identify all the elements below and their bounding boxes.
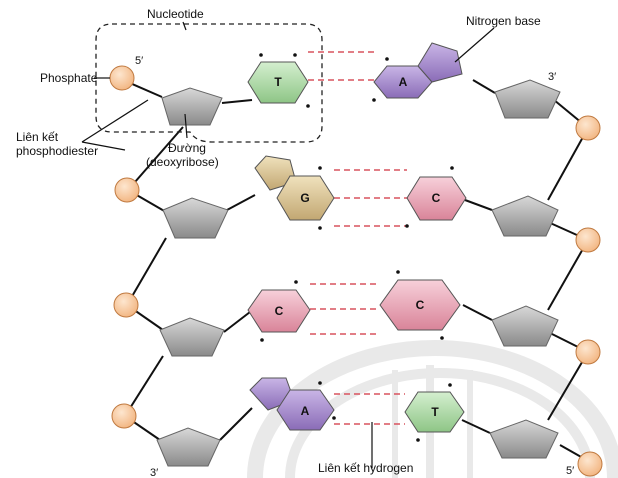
- phosphate-circle: [114, 177, 140, 203]
- phosphodiester-label-line1: Liên kết: [16, 130, 59, 144]
- deoxyribose-sugar: [156, 427, 221, 467]
- deoxyribose-sugar: [489, 419, 559, 459]
- hydrogen-bonds: [308, 51, 407, 425]
- labels: Nucleotide Nitrogen base Phosphate Liên …: [16, 7, 574, 478]
- thymine-ring: [404, 391, 465, 433]
- phosphate-circle: [575, 227, 601, 253]
- sugar-label-line1: Đường: [168, 141, 206, 155]
- bases: [247, 42, 467, 433]
- deoxyribose-sugar: [491, 305, 559, 347]
- strand-end-right-top: 3′: [548, 71, 556, 83]
- left-backbone: [122, 79, 184, 441]
- nucleotide-label: Nucleotide: [147, 7, 204, 21]
- leader-lines: [81, 21, 495, 468]
- phosphates: [109, 65, 603, 477]
- adenine-ring-6: [276, 389, 335, 431]
- phosphodiester-label-line2: phosphodiester: [16, 144, 98, 158]
- base-letter-pair4-left: A: [301, 404, 310, 418]
- nitrogen-base-label: Nitrogen base: [466, 14, 541, 28]
- base-letter-pair1-left: T: [274, 75, 282, 89]
- base-letters: T A G C C C A T: [274, 75, 440, 419]
- strand-end-left-bottom: 3′: [150, 467, 158, 478]
- deoxyribose-sugar: [491, 195, 559, 237]
- phosphate-label: Phosphate: [40, 71, 98, 85]
- phosphate-circle: [109, 65, 135, 91]
- vertex-dots: [259, 53, 454, 442]
- base-letter-pair4-right: T: [431, 405, 439, 419]
- thymine-ring: [247, 61, 309, 104]
- adenine-ring-5: [417, 42, 463, 83]
- nucleotide-outline: [95, 23, 323, 143]
- hydrogen-bond-label: Liên kết hydrogen: [318, 461, 413, 475]
- phosphate-circle: [575, 115, 601, 141]
- phosphate-circle: [575, 339, 601, 365]
- deoxyribose-sugar: [494, 79, 561, 119]
- guanine-ring-6: [276, 175, 335, 221]
- cytosine-ring-large: [379, 279, 461, 331]
- strand-end-right-bottom: 5′: [566, 465, 574, 477]
- base-letter-pair3-left: C: [275, 304, 284, 318]
- base-letter-pair2-right: C: [432, 191, 441, 205]
- cytosine-ring: [406, 176, 467, 221]
- phosphate-circle: [113, 292, 139, 318]
- base-letter-pair3-right: C: [416, 298, 425, 312]
- guanine-ring-5: [254, 155, 297, 191]
- glycosidic-bonds: [219, 79, 496, 441]
- strand-end-left-top: 5′: [135, 55, 143, 67]
- phosphate-circle: [111, 403, 137, 429]
- base-letter-pair1-right: A: [399, 75, 408, 89]
- deoxyribose-sugar: [162, 197, 229, 239]
- sugar-label-line2: (deoxyribose): [146, 155, 219, 169]
- phosphate-circle: [577, 451, 603, 477]
- deoxyribose-sugar: [159, 317, 225, 357]
- base-letter-pair2-left: G: [300, 191, 309, 205]
- sugars: [156, 79, 561, 467]
- deoxyribose-sugar: [161, 87, 223, 126]
- cytosine-ring: [247, 289, 311, 333]
